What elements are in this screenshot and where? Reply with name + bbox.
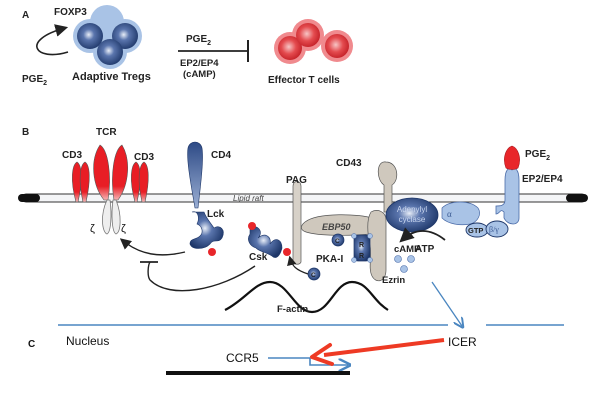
ccr5-label: CCR5 <box>226 351 259 365</box>
transcription-start-arrow <box>309 358 348 365</box>
svg-text:C: C <box>311 272 316 279</box>
gtp-label: GTP <box>468 226 483 235</box>
ebp50-label: EBP50 <box>322 222 351 232</box>
svg-text:R: R <box>359 253 364 260</box>
pka-catalytic-subunit <box>331 233 345 247</box>
lipid-raft-label: Lipid raft <box>233 194 264 203</box>
pge2-loop-arrow <box>36 24 69 56</box>
nucleus-label: Nucleus <box>66 334 109 348</box>
csk-label: Csk <box>249 252 268 263</box>
pge2-label: PGE2 <box>525 149 550 162</box>
effector-cell <box>278 36 302 60</box>
ep2-ep4-receptor <box>495 168 520 225</box>
panel-b: B Lipid raft CD3 TCR CD3 ζ <box>18 127 588 326</box>
pka-regulatory-subunits <box>353 234 371 262</box>
icer-repression-arrowhead <box>310 343 334 366</box>
panel-b-label: B <box>22 127 29 138</box>
panel-c: C Nucleus ICER CCR5 <box>28 324 564 375</box>
camp-to-icer-arrow <box>431 281 462 326</box>
icer-label: ICER <box>448 335 477 349</box>
lck-kinase <box>189 211 224 256</box>
lck-to-zeta-arrow <box>119 238 186 256</box>
effector-cell <box>296 23 320 47</box>
pag-protein <box>292 181 302 265</box>
cd3-right-protein <box>131 161 149 203</box>
foxp3-label: FOXP3 <box>54 7 87 18</box>
treg-cell <box>97 39 123 65</box>
tcr-protein <box>93 144 128 201</box>
treg-cell <box>77 23 103 49</box>
zeta-left-label: ζ <box>90 223 95 235</box>
g-alpha-subunit <box>441 201 480 226</box>
panel-a: A FOXP3 PGE2 Adaptive Tregs PGE2 EP2/EP4… <box>22 5 353 87</box>
membrane-end-left <box>18 194 40 202</box>
ezrin-label: Ezrin <box>382 275 405 286</box>
panel-c-label: C <box>28 339 35 350</box>
beta-gamma-subunit <box>485 220 509 238</box>
camp-molecules <box>394 255 415 273</box>
csk-kinase <box>248 222 291 258</box>
phosphate-dot <box>248 222 256 230</box>
pge2-left-label: PGE2 <box>22 74 47 87</box>
adenylyl-label-2: cyclase <box>399 215 426 224</box>
icer-repression-arrow-line <box>323 338 445 357</box>
ep2-ep4-label: EP2/EP4 <box>180 58 219 69</box>
csk-inhibits-lck-line <box>147 261 256 292</box>
pge2-top-label: PGE2 <box>186 34 211 47</box>
cd4-label: CD4 <box>211 150 231 161</box>
pge2-ligand <box>504 145 520 170</box>
cd43-label: CD43 <box>336 158 362 169</box>
pka-to-csk-arrow <box>287 255 309 275</box>
cd3-left-label: CD3 <box>62 150 82 161</box>
cd43-protein <box>377 161 398 213</box>
zeta-right-label: ζ <box>121 223 126 235</box>
lck-label: Lck <box>207 209 225 220</box>
pag-label: PAG <box>286 175 307 186</box>
ep2-ep4-label-b: EP2/EP4 <box>522 174 563 185</box>
adaptive-tregs-cluster <box>73 5 142 69</box>
camp-label-b: cAMP <box>394 244 421 255</box>
phosphate-dot <box>283 248 291 256</box>
tcr-label: TCR <box>96 127 117 138</box>
camp-label: (cAMP) <box>183 69 216 80</box>
adenylyl-label-1: Adenylyl <box>397 205 427 214</box>
effector-t-cells-cluster <box>274 19 353 64</box>
f-actin-label: F-actin <box>277 304 308 315</box>
effector-cell <box>325 34 349 58</box>
svg-text:C: C <box>335 238 340 245</box>
adaptive-tregs-label: Adaptive Tregs <box>72 71 151 83</box>
atp-to-camp-arrow <box>399 227 446 243</box>
atp-label: ATP <box>415 244 435 255</box>
beta-gamma-label: β/γ <box>489 225 499 234</box>
membrane-end-right <box>566 194 588 202</box>
pka-label: PKA-I <box>316 254 343 265</box>
svg-text:R: R <box>359 242 364 249</box>
ezrin-protein <box>367 210 387 282</box>
f-actin-filament <box>224 280 389 314</box>
cd3-right-label: CD3 <box>134 152 154 163</box>
panel-a-label: A <box>22 10 29 21</box>
zeta-chains <box>102 199 121 235</box>
phosphate-dot <box>208 248 216 256</box>
cd3-left-protein <box>72 161 90 203</box>
cd4-protein <box>187 141 203 209</box>
cell-membrane <box>18 193 588 203</box>
effector-t-cells-label: Effector T cells <box>268 75 340 86</box>
alpha-label: α <box>447 209 452 219</box>
